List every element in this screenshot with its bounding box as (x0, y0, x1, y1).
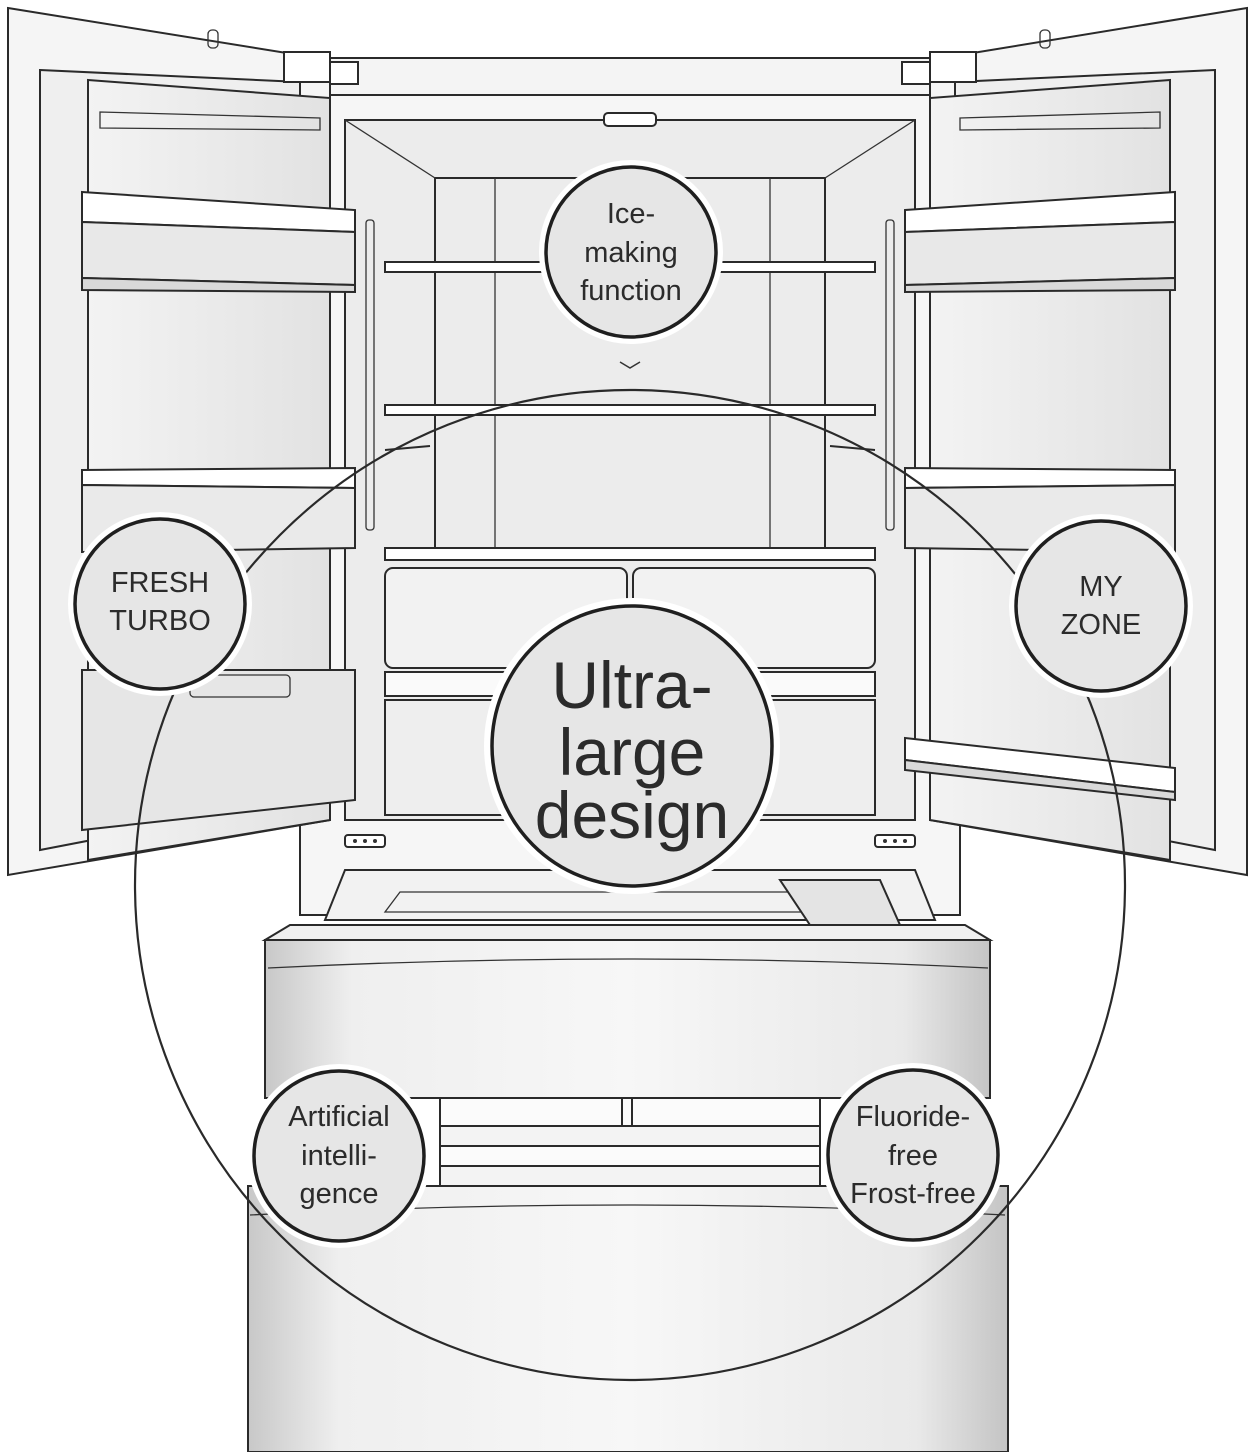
badge-fresh-line-1: FRESH (111, 567, 209, 599)
badge-ultra-line-3: design (535, 778, 730, 852)
badge-ice-making: Ice- making function (539, 160, 723, 344)
badge-ultra-large: Ultra- large design (484, 598, 780, 894)
badge-ai-line-3: gence (299, 1178, 378, 1210)
badge-myzone-line-1: MY (1079, 571, 1123, 603)
badge-myzone-line-2: ZONE (1061, 609, 1142, 641)
badge-ice-line-2: making (584, 237, 678, 269)
badge-fluoride-line-3: Frost-free (850, 1178, 976, 1210)
badge-artificial-intelligence: Artificial intelli- gence (247, 1064, 431, 1248)
badge-fresh-turbo: FRESH TURBO (68, 512, 252, 696)
left-door (7, 6, 359, 877)
badge-ice-line-3: function (580, 275, 682, 307)
badge-fresh-line-2: TURBO (109, 605, 211, 637)
badge-ultra-line-1: Ultra- (551, 648, 712, 722)
badge-ai-line-1: Artificial (288, 1101, 390, 1133)
right-door (901, 6, 1248, 877)
badge-fluoride-line-2: free (888, 1140, 938, 1172)
badge-ice-line-1: Ice- (607, 198, 655, 230)
feature-ring (133, 388, 1127, 1382)
badge-ultra-line-2: large (559, 715, 706, 789)
badge-fluoride-line-1: Fluoride- (856, 1101, 970, 1133)
badge-fluoride-frost-free: Fluoride- free Frost-free (821, 1063, 1005, 1247)
badge-my-zone: MY ZONE (1009, 514, 1193, 698)
chevron-down-icon (619, 361, 641, 369)
badge-ai-line-2: intelli- (301, 1140, 377, 1172)
